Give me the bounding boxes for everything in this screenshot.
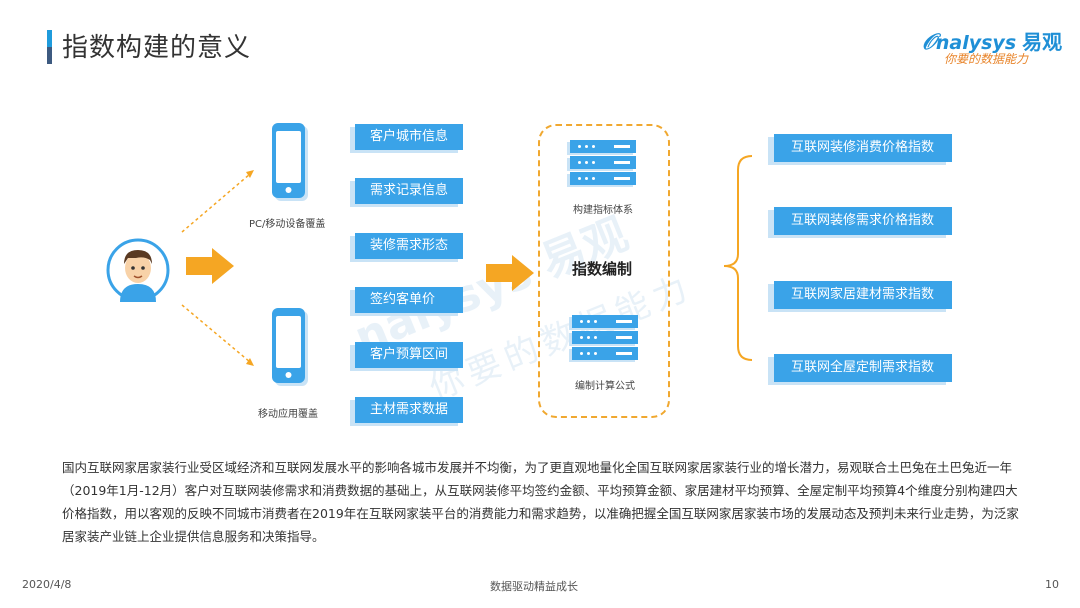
big-arrow-left [186, 248, 234, 284]
logo-text: nalysys [935, 32, 1017, 54]
user-avatar-icon [106, 238, 170, 302]
device-top-label: PC/移动设备覆盖 [249, 219, 326, 230]
title-accent-bar [47, 30, 52, 64]
dotted-arrow-bottom [181, 304, 251, 363]
pc-mobile-device-icon [272, 123, 308, 201]
index-compilation-box [538, 124, 670, 418]
data-item: 需求记录信息 [355, 178, 463, 204]
center-title: 指数编制 [572, 260, 633, 278]
logo-slogan: 你要的数据能力 [944, 52, 1029, 66]
server-stack-bottom-icon [572, 315, 638, 363]
index-output: 互联网家居建材需求指数 [774, 281, 952, 309]
device-bottom-label: 移动应用覆盖 [258, 409, 318, 420]
logo-a-icon: 𝒪 [922, 30, 936, 55]
index-system-label: 构建指标体系 [573, 205, 633, 216]
dotted-arrow-top-head [246, 170, 254, 178]
index-output: 互联网装修需求价格指数 [774, 207, 952, 235]
dotted-arrow-top [181, 173, 251, 233]
data-item: 签约客单价 [355, 287, 463, 313]
index-output: 互联网装修消费价格指数 [774, 134, 952, 162]
data-item: 客户城市信息 [355, 124, 463, 150]
data-item: 客户预算区间 [355, 342, 463, 368]
formula-label: 编制计算公式 [575, 381, 635, 392]
index-output: 互联网全屋定制需求指数 [774, 354, 952, 382]
page-title: 指数构建的意义 [62, 33, 252, 63]
big-arrow-middle [486, 255, 534, 291]
mobile-app-device-icon [272, 308, 308, 386]
dotted-arrow-bottom-head [246, 358, 254, 366]
footer-slogan: 数据驱动精益成长 [490, 580, 578, 593]
output-bracket [723, 155, 753, 361]
page-number: 10 [1045, 578, 1059, 591]
logo-cn: 易观 [1022, 30, 1063, 54]
footer-date: 2020/4/8 [22, 578, 72, 591]
data-item: 主材需求数据 [355, 397, 463, 423]
server-stack-top-icon [570, 140, 636, 188]
data-item: 装修需求形态 [355, 233, 463, 259]
description-paragraph: 国内互联网家居家装行业受区域经济和互联网发展水平的影响各城市发展并不均衡，为了更… [62, 460, 1019, 544]
